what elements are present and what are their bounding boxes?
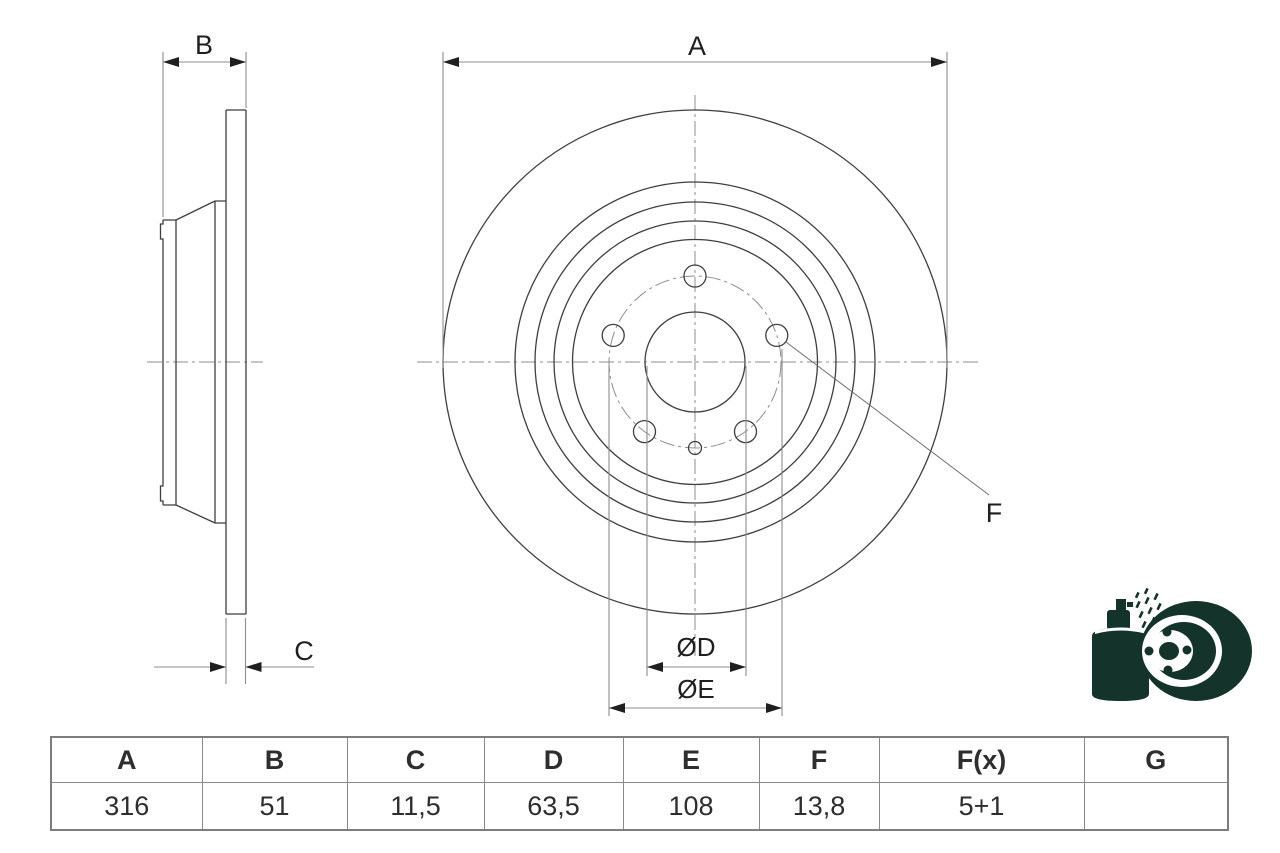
spray-coated-brake-disc-icon: [1092, 587, 1252, 701]
dim-a-arrow-left: [443, 57, 459, 67]
dimension-OE: ØE: [608, 349, 783, 716]
spray-can-body: [1092, 628, 1149, 701]
bolt-hole-lower-left: [632, 419, 657, 444]
dim-oe-arrow-right: [766, 703, 782, 713]
spec-value-g: [1083, 782, 1229, 831]
dimension-A: A: [442, 31, 948, 368]
dim-a-label: A: [688, 31, 706, 61]
dim-oe-arrow-left: [609, 703, 625, 713]
spray-can-nozzle: [1116, 599, 1126, 610]
bolt-hole-upper-right: [765, 323, 789, 348]
icon-bolt-hole-2: [1144, 646, 1154, 656]
ring-circle-4: [571, 238, 819, 486]
dim-od-arrow-right: [730, 662, 746, 672]
icon-bolt-hole-4: [1182, 645, 1192, 655]
dim-od-label: ØD: [677, 632, 716, 662]
spray-can-rim-highlight: [1095, 627, 1147, 634]
set-screw-hole: [687, 440, 703, 456]
f-label: F: [986, 498, 1003, 528]
spec-value-b: 51: [201, 782, 348, 831]
icon-disc-center-bore: [1159, 642, 1179, 660]
spec-header-a: A: [50, 736, 203, 783]
center-bore-circle: [644, 311, 746, 413]
disc-plate-profile: [225, 109, 247, 615]
hat-profile: [163, 200, 226, 524]
spec-header-e: E: [622, 736, 760, 783]
dimension-B: B: [162, 30, 247, 217]
dim-od-arrow-left: [647, 662, 663, 672]
dim-c-label: C: [294, 636, 314, 666]
ring-circle-2: [534, 201, 856, 523]
dimension-C: C: [154, 618, 314, 684]
spec-header-fx: F(x): [878, 736, 1085, 783]
dim-oe-label: ØE: [677, 674, 715, 704]
dim-a-arrow-right: [931, 57, 947, 67]
spec-value-fx: 5+1: [878, 782, 1085, 831]
dim-c-arrow-left: [210, 662, 226, 672]
bolt-hole-upper-left: [601, 323, 625, 348]
spec-table-header-row: A B C D E F F(x) G: [50, 736, 1229, 783]
spec-header-f: F: [758, 736, 880, 783]
icon-bolt-hole-1: [1162, 627, 1172, 637]
spec-header-c: C: [346, 736, 485, 783]
spray-can-nozzle-tip: [1127, 602, 1133, 607]
spec-value-c: 11,5: [346, 782, 485, 831]
side-view: [147, 109, 263, 615]
dim-b-arrow-right: [230, 57, 246, 67]
hat-outer-face: [159, 220, 164, 505]
dimension-OD: ØD: [646, 366, 747, 676]
spec-table: A B C D E F F(x) G 316 51 11,5 63,5 108 …: [50, 736, 1229, 831]
dim-b-label: B: [195, 30, 213, 60]
dim-c-arrow-right: [245, 662, 262, 672]
spec-header-g: G: [1083, 736, 1229, 783]
spec-value-e: 108: [622, 782, 760, 831]
spec-value-a: 316: [50, 782, 203, 831]
ring-circle-1: [514, 181, 876, 543]
icon-bolt-hole-3: [1163, 665, 1173, 675]
f-leader-line: [785, 341, 990, 496]
annotation-F: F: [785, 341, 1003, 528]
spec-header-d: D: [483, 736, 624, 783]
spec-header-b: B: [201, 736, 348, 783]
spec-value-d: 63,5: [483, 782, 624, 831]
dim-b-arrow-left: [163, 57, 179, 67]
bolt-hole-top: [683, 264, 707, 288]
spray-can-cap: [1107, 610, 1130, 630]
front-view: [417, 95, 981, 658]
ring-circle-3: [553, 220, 837, 504]
bolt-circle-centerline: [608, 275, 782, 449]
drawing-canvas: A B C ØD: [147, 30, 1252, 716]
spec-value-f: 13,8: [758, 782, 880, 831]
spec-table-value-row: 316 51 11,5 63,5 108 13,8 5+1: [50, 782, 1229, 831]
